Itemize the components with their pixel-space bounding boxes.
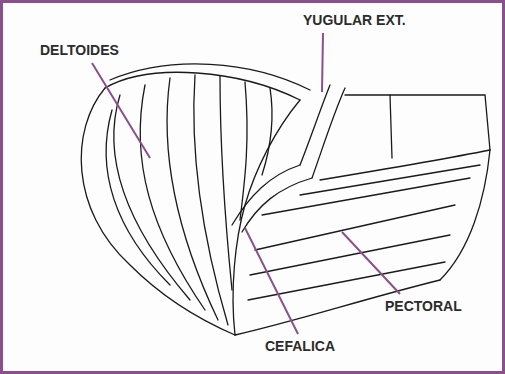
pectoral-outline xyxy=(320,150,490,180)
muscle-fibre xyxy=(114,95,190,300)
muscle-fibre xyxy=(262,88,272,175)
muscle-fibre xyxy=(255,205,455,250)
part-label: CEFALICA xyxy=(265,338,335,355)
leader-line xyxy=(245,228,298,334)
pectoral-outline xyxy=(440,150,490,280)
muscle-fibre xyxy=(194,75,228,325)
jugular-vein xyxy=(300,85,330,165)
muscle-fibre xyxy=(167,78,218,320)
clavicle-outline xyxy=(390,95,392,158)
part-label: DELTOIDES xyxy=(40,42,119,59)
muscle-fibre xyxy=(106,110,170,285)
shoulder-contour xyxy=(110,64,310,90)
part-label: PECTORAL xyxy=(385,298,462,315)
cephalic-vein xyxy=(232,165,300,225)
leader-line xyxy=(342,232,400,294)
muscle-fibre xyxy=(262,178,470,215)
muscle-drawing xyxy=(81,64,490,335)
part-label: YUGULAR EXT. xyxy=(303,12,406,29)
deltoid-outline xyxy=(233,100,300,335)
clavicle-outline xyxy=(345,95,490,150)
muscle-fibre xyxy=(240,82,247,220)
leader-line xyxy=(92,63,150,158)
muscle-fibre xyxy=(300,165,480,195)
deltoid-outline xyxy=(81,88,235,335)
leader-lines xyxy=(92,33,400,334)
muscle-fibre xyxy=(220,76,232,290)
muscle-fibre xyxy=(140,85,205,310)
cephalic-vein xyxy=(242,178,312,232)
jugular-vein xyxy=(312,88,345,178)
leader-line xyxy=(322,33,323,92)
